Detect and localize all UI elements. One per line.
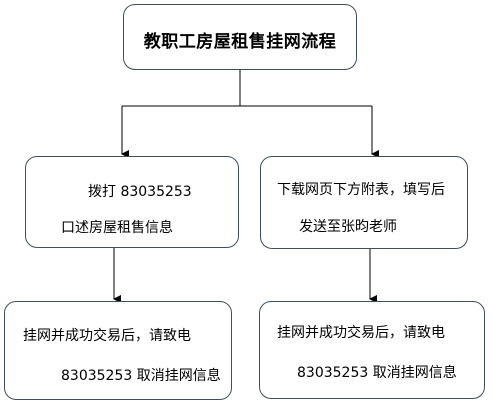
right-step2-line1: 挂网并成功交易后，请致电: [277, 325, 445, 341]
right-step1-line1: 下载网页下方附表，填写后: [277, 182, 445, 198]
left-step1-line2: 口述房屋租售信息: [61, 220, 173, 236]
left-step2-line1: 挂网并成功交易后，请致电: [23, 328, 191, 344]
left-step1-line1: 拨打 83035253: [88, 184, 192, 200]
right-step2-box: 挂网并成功交易后，请致电 83035253 取消挂网信息: [259, 301, 485, 399]
right-step2-line2: 83035253 取消挂网信息: [297, 365, 457, 381]
left-step2-line2: 83035253 取消挂网信息: [61, 368, 221, 384]
diagram-title: 教职工房屋租售挂网流程: [143, 32, 337, 52]
left-step2-box: 挂网并成功交易后，请致电 83035253 取消挂网信息: [4, 301, 232, 400]
left-step1-box: 拨打 83035253 口述房屋租售信息: [25, 156, 239, 248]
right-step1-line2: 发送至张昀老师: [299, 219, 397, 235]
title-box: 教职工房屋租售挂网流程: [123, 4, 357, 70]
branch-connector: [122, 70, 372, 107]
right-step1-box: 下载网页下方附表，填写后 发送至张昀老师: [260, 156, 468, 249]
